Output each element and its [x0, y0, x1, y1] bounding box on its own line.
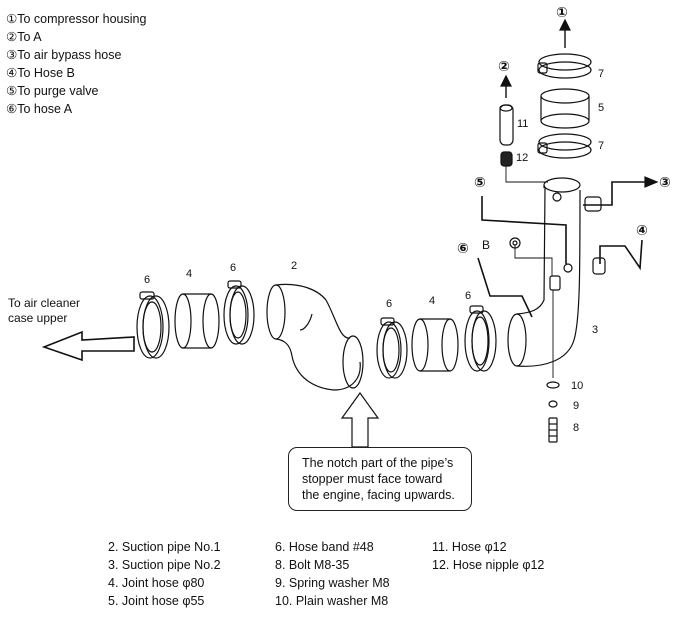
suction-pipe-no2: [507, 177, 606, 367]
callout-10: 10: [571, 380, 584, 392]
joint-hose-top: [540, 88, 590, 129]
callout-7-mid: 7: [598, 140, 605, 152]
callout-12: 12: [516, 152, 529, 164]
callout-6-c: 6: [386, 298, 393, 310]
bolt-8: [548, 417, 558, 443]
part-item: 8. Bolt M8-35: [275, 558, 350, 572]
joint-hose-right: [411, 318, 459, 372]
notch-note: The notch part of the pipe’s stopper mus…: [288, 447, 472, 511]
callout-8: 8: [573, 422, 580, 434]
part-item: 5. Joint hose φ55: [108, 594, 205, 608]
callout-4-a: 4: [186, 268, 193, 280]
hose-11: [499, 104, 514, 146]
air-cleaner-arrow: [41, 330, 135, 362]
marker-4: ④: [636, 222, 648, 238]
part-item: 2. Suction pipe No.1: [108, 540, 221, 554]
marker-1: ①: [556, 4, 568, 20]
callout-6-d: 6: [465, 290, 472, 302]
legend-item: ④To Hose B: [6, 66, 75, 80]
air-cleaner-line1: To air cleaner: [8, 296, 81, 310]
callout-4-b: 4: [429, 295, 436, 307]
label-b: B: [482, 238, 491, 252]
hose-band-left-2: [223, 280, 255, 345]
suction-pipe-no1: [266, 283, 364, 391]
joint-hose-left: [174, 293, 220, 349]
hose-nipple-12: [500, 151, 513, 167]
legend-item: ②To A: [6, 30, 42, 44]
part-item: 9. Spring washer M8: [275, 576, 390, 590]
legend-item: ⑤To purge valve: [6, 84, 99, 98]
hose-band-left-1: [136, 291, 170, 359]
part-item: 4. Joint hose φ80: [108, 576, 205, 590]
marker-3: ③: [659, 174, 671, 190]
part-item: 3. Suction pipe No.2: [108, 558, 221, 572]
part-item: 12. Hose nipple φ12: [432, 558, 545, 572]
part-item: 10. Plain washer M8: [275, 594, 389, 608]
part-item: 11. Hose φ12: [432, 540, 507, 554]
callout-11: 11: [517, 118, 529, 130]
callout-6-b: 6: [230, 262, 237, 274]
hose-band-right-2: [464, 305, 497, 372]
hose-band-top-2: [537, 133, 592, 159]
callout-7-top: 7: [598, 68, 605, 80]
callout-2: 2: [291, 260, 298, 272]
spring-washer-9: [548, 400, 558, 408]
part-item: 6. Hose band #48: [275, 540, 374, 554]
hose-band-right-1: [376, 317, 408, 379]
parts-list-col3: 11. Hose φ12 12. Hose nipple φ12: [432, 538, 544, 574]
plain-washer-10: [546, 381, 560, 389]
marker-6: ⑥: [457, 240, 469, 256]
notch-callout-arrow: [340, 391, 380, 448]
marker-5: ⑤: [474, 174, 486, 190]
legend-item: ③To air bypass hose: [6, 48, 122, 62]
air-cleaner-label: To air cleaner case upper: [8, 296, 80, 326]
air-cleaner-line2: case upper: [8, 311, 68, 325]
parts-list-col2: 6. Hose band #48 8. Bolt M8-35 9. Spring…: [275, 538, 390, 610]
callout-5: 5: [598, 102, 605, 114]
marker-2: ②: [498, 58, 510, 74]
callout-9: 9: [573, 400, 580, 412]
legend-item: ①To compressor housing: [6, 12, 147, 26]
callout-3: 3: [592, 324, 599, 336]
hose-band-top-1: [537, 53, 592, 79]
parts-list-col1: 2. Suction pipe No.1 3. Suction pipe No.…: [108, 538, 221, 610]
route-legend: ①To compressor housing ②To A ③To air byp…: [6, 10, 146, 118]
callout-6-a: 6: [144, 274, 151, 286]
legend-item: ⑥To hose A: [6, 102, 73, 116]
